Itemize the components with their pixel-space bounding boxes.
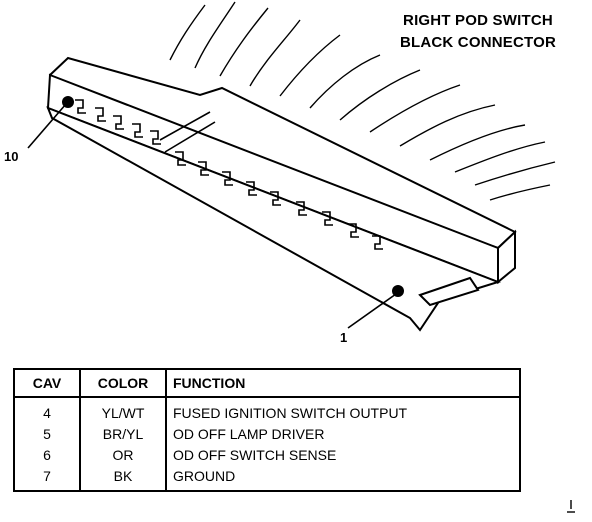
diagram-title: RIGHT POD SWITCH BLACK CONNECTOR xyxy=(400,10,556,54)
header-color: COLOR xyxy=(80,369,167,398)
cell-function: FUSED IGNITION SWITCH OUTPUT xyxy=(173,404,408,421)
pin-1-label: 1 xyxy=(340,330,348,345)
table-header-row: CAV COLOR FUNCTION xyxy=(14,369,520,398)
cell-cav: 4 xyxy=(14,397,81,423)
connector-drawing xyxy=(27,1,556,332)
connector-body xyxy=(46,56,517,332)
pin-1-leader xyxy=(347,293,397,329)
cell-function: OD OFF SWITCH SENSE xyxy=(173,446,337,463)
cell-color: BR/YL xyxy=(80,423,167,444)
cell-color: BK xyxy=(80,465,167,491)
corner-mark xyxy=(567,500,575,513)
cavity-table: CAV COLOR FUNCTION 4 YL/WT FUSED IGNITIO… xyxy=(13,368,521,492)
header-cav: CAV xyxy=(14,369,81,398)
table-row: 7 BK GROUND xyxy=(14,465,520,491)
cell-function: OD OFF LAMP DRIVER xyxy=(173,425,325,442)
pin-10-label: 10 xyxy=(4,149,19,164)
pin-10-leader xyxy=(27,103,67,149)
cell-color: OR xyxy=(80,444,167,465)
title-line-2: BLACK CONNECTOR xyxy=(399,34,556,51)
connector-ridge xyxy=(159,111,216,153)
table-row: 6 OR OD OFF SWITCH SENSE xyxy=(14,444,520,465)
header-function: FUNCTION xyxy=(166,369,520,398)
cell-color: YL/WT xyxy=(80,397,167,423)
cell-cav: 7 xyxy=(14,465,81,491)
cell-cav: 6 xyxy=(14,444,81,465)
title-line-1: RIGHT POD SWITCH xyxy=(403,12,553,29)
cavity-terminals xyxy=(75,99,383,250)
cell-function: GROUND xyxy=(173,467,236,484)
table-row: 4 YL/WT FUSED IGNITION SWITCH OUTPUT xyxy=(14,397,520,423)
wire-bundle xyxy=(169,1,556,201)
cell-cav: 5 xyxy=(14,423,81,444)
table-row: 5 BR/YL OD OFF LAMP DRIVER xyxy=(14,423,520,444)
